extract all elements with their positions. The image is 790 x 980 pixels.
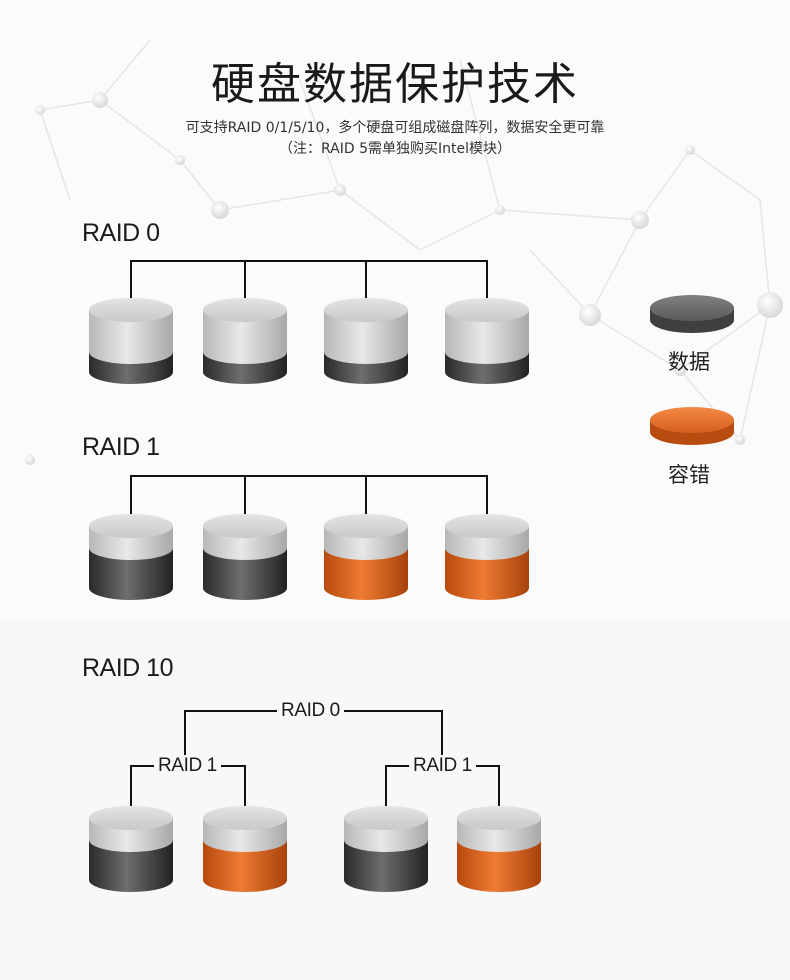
raid1-fault-disk [324, 514, 408, 600]
raid1-data-disk [89, 514, 173, 600]
raid10-fault-disk [457, 806, 541, 892]
raid10-data-disk [344, 806, 428, 892]
raid1-label: RAID 1 [82, 433, 160, 461]
raid10-label: RAID 10 [82, 654, 173, 682]
legend-data-swatch [650, 295, 734, 333]
legend-data-label: 数据 [668, 350, 710, 374]
page-title: 硬盘数据保护技术 [211, 59, 579, 110]
legend [650, 295, 734, 445]
raid10-right-group-label: RAID 1 [409, 755, 476, 777]
raid1-fault-disk [445, 514, 529, 600]
raid0-disk [324, 298, 408, 384]
raid0-disk [203, 298, 287, 384]
legend-fault-label: 容错 [668, 463, 710, 487]
legend-fault-swatch [650, 407, 734, 445]
raid1-connector [130, 475, 488, 516]
raid0-connector [130, 260, 488, 300]
raid10-fault-disk [203, 806, 287, 892]
raid10-data-disk [89, 806, 173, 892]
subtitle-line-2: （注：RAID 5需单独购买Intel模块） [279, 141, 511, 157]
raid10-left-group-label: RAID 1 [154, 755, 221, 777]
raid0-disk [445, 298, 529, 384]
raid1-data-disk [203, 514, 287, 600]
raid0-disk [89, 298, 173, 384]
raid10-top-label: RAID 0 [277, 700, 344, 722]
raid0-label: RAID 0 [82, 219, 160, 247]
subtitle-line-1: 可支持RAID 0/1/5/10，多个硬盘可组成磁盘阵列，数据安全更可靠 [185, 120, 605, 136]
